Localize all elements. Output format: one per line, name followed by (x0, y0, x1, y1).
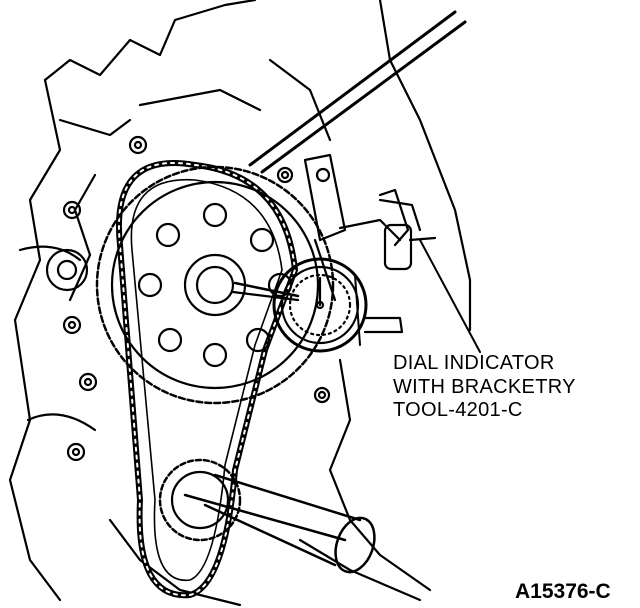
engine-block (8, 0, 472, 607)
callout-line-3: TOOL-4201-C (393, 399, 523, 421)
block-bolt-bosses (45, 135, 331, 462)
bracketry (303, 153, 437, 302)
camshaft-nose (231, 281, 300, 302)
figure-reference-number: A15376-C (515, 580, 611, 603)
camshaft-sprocket (95, 165, 335, 405)
dial-indicator (272, 257, 404, 353)
callout-line-1: DIAL INDICATOR (393, 352, 555, 374)
callout-leader-line (419, 239, 481, 353)
bracket-rod (248, 10, 467, 174)
crankshaft-sprocket (158, 458, 376, 574)
timing-chain (116, 159, 298, 599)
callout-line-2: WITH BRACKETRY (393, 376, 576, 398)
